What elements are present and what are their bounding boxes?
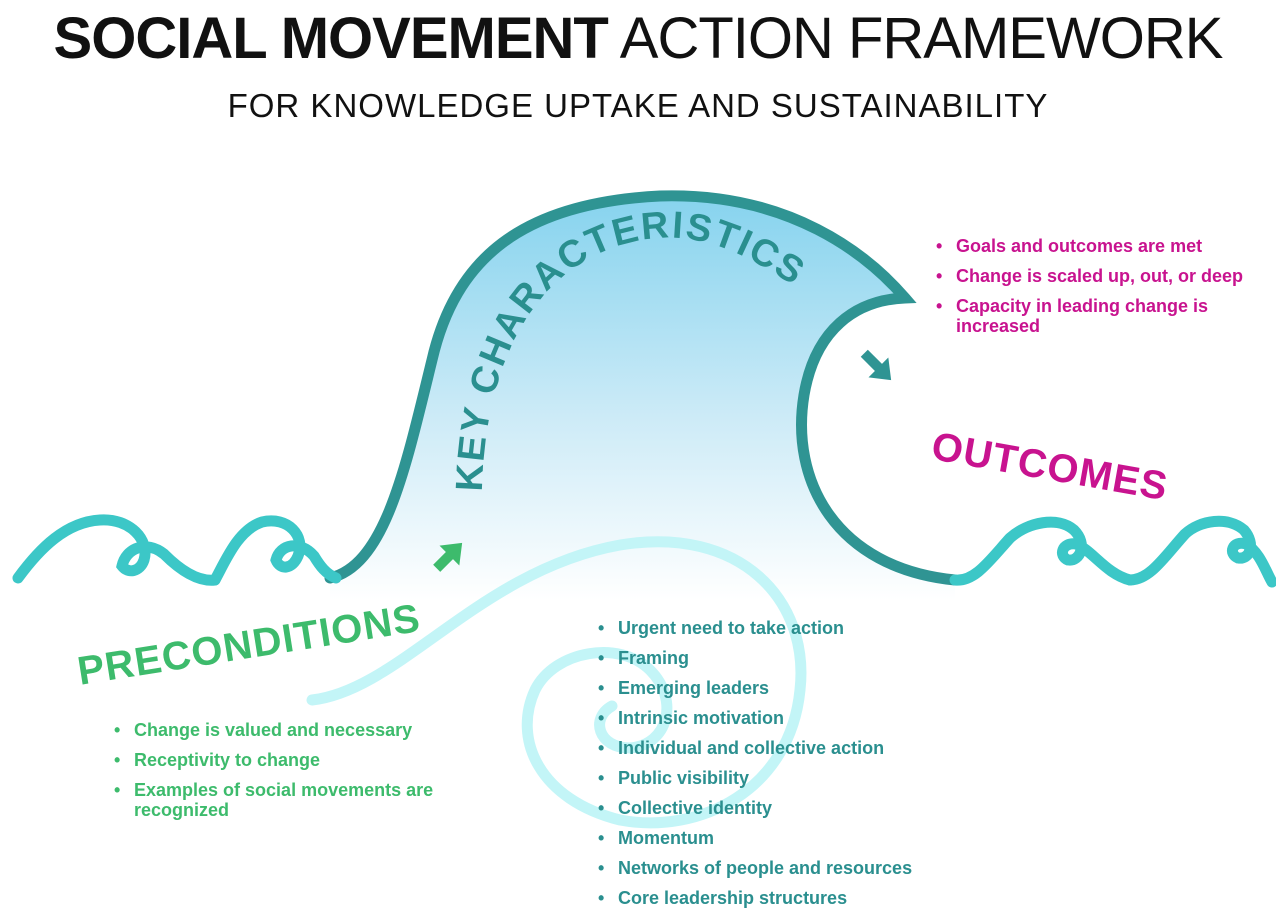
list-item: Receptivity to change	[110, 750, 440, 770]
wave-icon	[949, 516, 1136, 586]
wave-icon	[1124, 515, 1276, 588]
list-item: Momentum	[594, 828, 994, 858]
key-characteristics-list: Urgent need to take action Framing Emerg…	[594, 618, 994, 918]
list-item: Intrinsic motivation	[594, 708, 994, 738]
wave-icon	[209, 515, 342, 586]
preconditions-list: Change is valued and necessary Receptivi…	[110, 720, 440, 830]
list-item: Emerging leaders	[594, 678, 994, 708]
list-item: Collective identity	[594, 798, 994, 828]
list-item: Networks of people and resources	[594, 858, 994, 888]
wave-icon	[12, 514, 221, 586]
arrow-down-right-icon	[860, 349, 892, 381]
arrow-up-right-icon	[433, 542, 463, 572]
big-wave-fill	[330, 195, 955, 600]
outcomes-list: Goals and outcomes are met Change is sca…	[932, 236, 1272, 346]
list-item: Capacity in leading change is increased	[932, 296, 1272, 336]
list-item: Individual and collective action	[594, 738, 994, 768]
list-item: Change is valued and necessary	[110, 720, 440, 740]
list-item: Goals and outcomes are met	[932, 236, 1272, 256]
list-item: Core leadership structures	[594, 888, 994, 918]
list-item: Public visibility	[594, 768, 994, 798]
list-item: Urgent need to take action	[594, 618, 994, 648]
page-subtitle: FOR KNOWLEDGE UPTAKE AND SUSTAINABILITY	[227, 87, 1049, 124]
title-bold: SOCIAL MOVEMENT	[53, 6, 609, 71]
list-item: Examples of social movements are recogni…	[110, 780, 440, 820]
big-wave-outline	[324, 190, 961, 586]
page-title: SOCIAL MOVEMENT ACTION FRAMEWORK	[0, 4, 1276, 74]
list-item: Framing	[594, 648, 994, 678]
title-light: ACTION FRAMEWORK	[619, 6, 1224, 71]
list-item: Change is scaled up, out, or deep	[932, 266, 1272, 286]
